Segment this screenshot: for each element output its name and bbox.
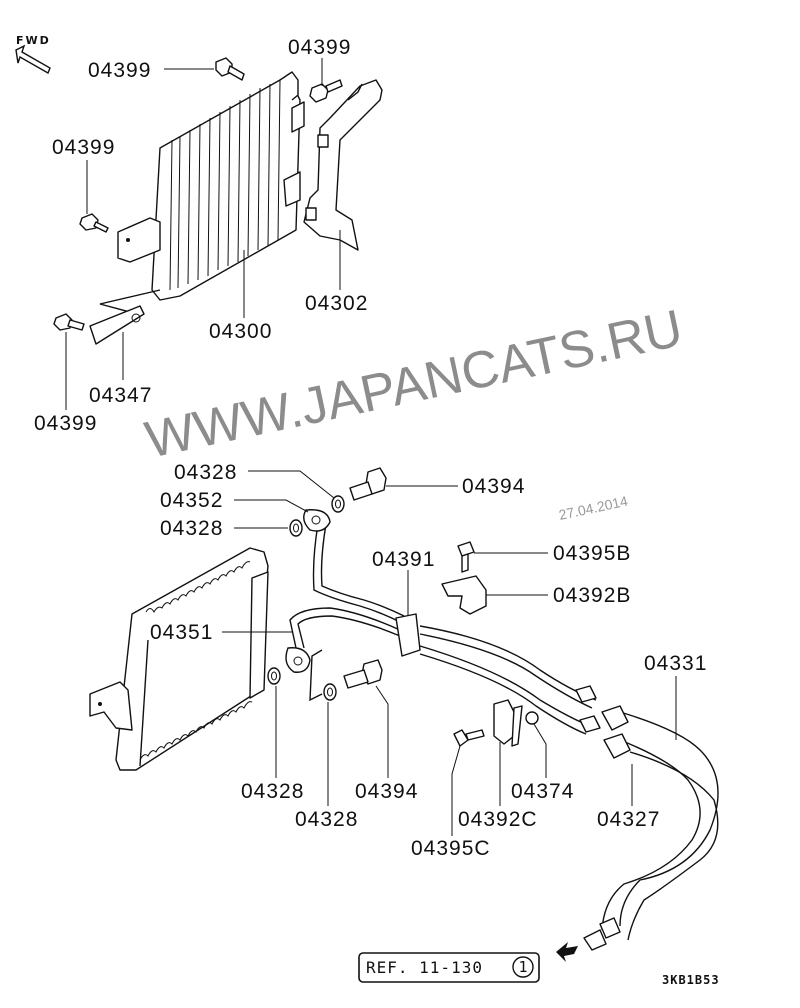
gasket-icon — [331, 495, 345, 513]
label-bolt: 04399 — [288, 36, 351, 59]
eyebolt-icon — [343, 659, 383, 689]
label-eyebolt: 04394 — [355, 780, 418, 803]
label-eyebolt: 04394 — [462, 475, 525, 498]
label-eyebolt-connector: 04352 — [160, 489, 223, 512]
bolt-icon — [79, 213, 109, 233]
cooler-bracket — [303, 79, 383, 251]
reference-text: REF. 11-130 — [366, 958, 483, 977]
label-bolt-clamp-b: 04395B — [553, 542, 631, 565]
label-gasket: 04328 — [241, 780, 304, 803]
label-bolt: 04399 — [52, 136, 115, 159]
eyebolt-icon — [349, 467, 387, 501]
leader-lines — [65, 58, 677, 836]
bolt-icon — [457, 541, 475, 573]
bracket-c-icon — [493, 699, 523, 747]
reference-box[interactable]: REF. 11-130 1 — [358, 952, 540, 983]
bracket-b-icon — [441, 575, 487, 615]
gasket-icon — [323, 683, 337, 701]
fwd-arrow-icon: FWD — [15, 34, 51, 75]
label-gasket: 04328 — [174, 461, 237, 484]
oil-cooler-lower — [89, 547, 269, 771]
label-hose-assembly: 04331 — [644, 652, 707, 675]
oil-cooler-top — [99, 71, 305, 313]
hose-assembly — [556, 685, 719, 962]
bolt-icon — [215, 57, 245, 81]
label-clamp: 04391 — [372, 548, 435, 571]
gasket-bracket-line — [309, 649, 323, 702]
label-grommet: 04374 — [511, 780, 574, 803]
label-bolt: 04399 — [88, 59, 151, 82]
bolt-icon — [309, 79, 343, 103]
reference-circle — [512, 956, 534, 978]
watermark-date: 27.04.2014 — [557, 493, 629, 523]
label-cooler-plate: 04347 — [89, 384, 152, 407]
fwd-label: FWD — [16, 34, 51, 47]
label-bracket-b: 04392B — [553, 584, 631, 607]
label-gasket: 04328 — [295, 808, 358, 831]
oil-cooler-tubes — [285, 509, 597, 735]
gasket-icon — [267, 667, 281, 685]
label-cooler-bracket: 04302 — [305, 292, 368, 315]
cooler-plate — [89, 305, 145, 345]
label-bracket-c: 04392C — [458, 808, 538, 831]
label-tube: 04351 — [150, 621, 213, 644]
label-oil-cooler: 04300 — [209, 320, 272, 343]
label-hose-fitting: 04327 — [597, 808, 660, 831]
label-bolt: 04399 — [34, 412, 97, 435]
bolt-icon — [53, 313, 85, 331]
label-bolt-clamp-c: 04395C — [411, 837, 491, 860]
label-gasket: 04328 — [160, 517, 223, 540]
grommet-icon — [525, 711, 539, 725]
bolt-icon — [453, 729, 485, 747]
drawing-code: 3KB1B53 — [662, 973, 720, 987]
reference-number: 1 — [518, 958, 527, 976]
gasket-icon — [289, 519, 303, 537]
